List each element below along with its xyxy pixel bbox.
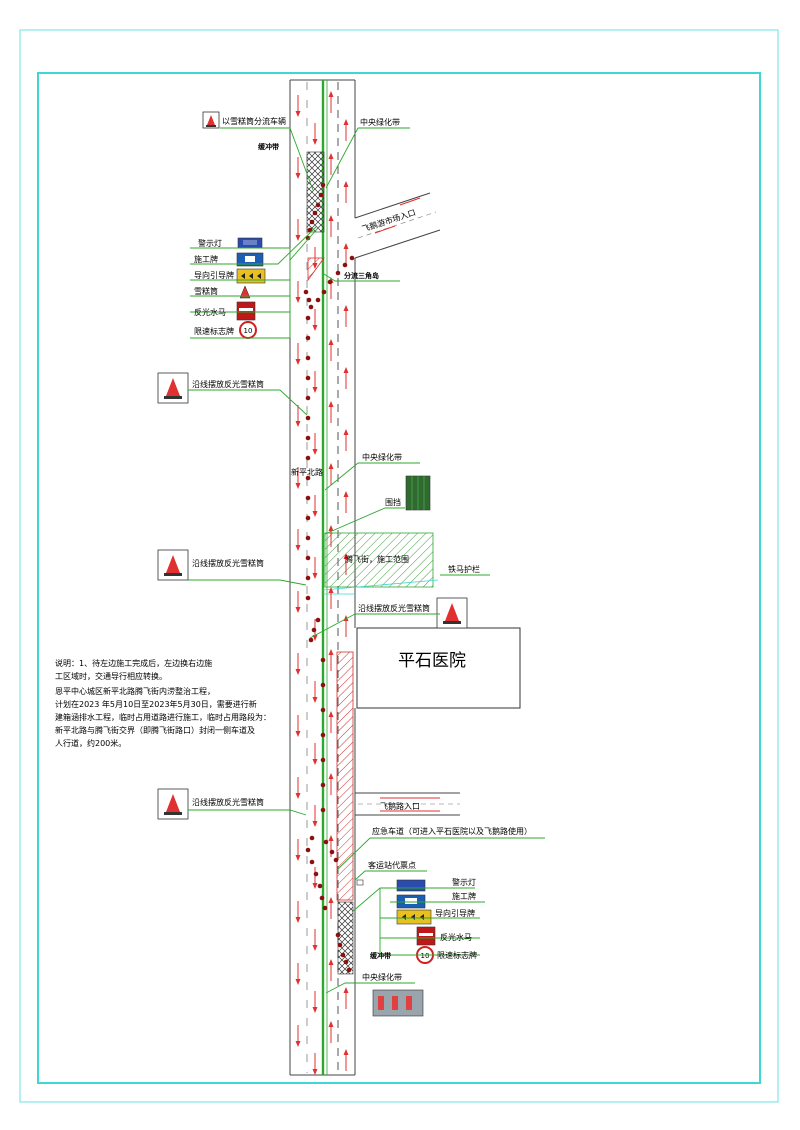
svg-text:10: 10 <box>244 327 253 335</box>
work-area-shape <box>324 532 434 588</box>
cone-icon <box>202 111 220 129</box>
diversion-triangle-shape <box>307 257 325 282</box>
label-guide-sign-2: 导向引导牌 <box>435 908 475 918</box>
label-road-name: 新平北路 <box>291 467 323 477</box>
label-market-entrance: 飞鹅游市场入口 <box>361 207 417 234</box>
hospital-building <box>356 627 521 709</box>
cone-line-icon-3 <box>436 597 468 629</box>
speed-limit-icon: 10 <box>239 321 257 339</box>
label-work-sign-2: 施工牌 <box>452 891 476 901</box>
label-cones-line-4: 沿线摆放反光雪糕筒 <box>192 797 264 807</box>
market-road <box>354 192 441 259</box>
label-emergency-lane: 应急车道（可进入平石医院以及飞鹅路使用） <box>372 826 532 836</box>
label-buffer-1: 缓冲带 <box>257 142 279 151</box>
label-median-2: 中央绿化带 <box>362 452 402 462</box>
cone-line-icon-1 <box>157 372 189 404</box>
outer-frame <box>19 29 779 1103</box>
cone-line-icon-2 <box>157 549 189 581</box>
label-buffer-2: 缓冲带 <box>369 951 391 960</box>
label-cones-line-1: 沿线摆放反光雪糕筒 <box>192 379 264 389</box>
label-speed-sign-2: 限速标志牌 <box>437 950 477 960</box>
road-photo-icon <box>372 989 424 1017</box>
note-line-5: 建箱涵排水工程，临时占用道路进行施工，临时占用路段为： <box>55 713 271 722</box>
label-cone-1: 雪糕筒 <box>194 286 218 296</box>
label-cones-line-3: 沿线摆放反光雪糕筒 <box>358 603 430 613</box>
guide-sign-icon-2 <box>396 909 432 925</box>
inner-frame <box>37 72 761 1084</box>
label-water-barrier-2: 反光水马 <box>440 932 472 942</box>
work-sign-icon-2 <box>396 894 426 909</box>
enclosure-photo-icon <box>405 475 431 511</box>
work-sign-icon <box>236 252 264 267</box>
water-barrier-icon <box>236 301 256 321</box>
svg-text:10: 10 <box>421 952 430 960</box>
emergency-hatch <box>336 651 354 901</box>
water-barrier-icon-2 <box>416 926 436 946</box>
note-line-7: 人行道，约200米。 <box>55 739 127 748</box>
note-line-6: 新平北路与腾飞街交界（即腾飞街路口）封闭一侧车道及 <box>55 726 255 735</box>
label-warning-light-2: 警示灯 <box>452 877 476 887</box>
label-diversion-triangle: 分流三角岛 <box>344 271 379 280</box>
leader-lines <box>188 127 545 994</box>
label-bus-stop: 客运站代票点 <box>368 860 416 870</box>
cone-dots <box>303 182 355 973</box>
label-median-1: 中央绿化带 <box>360 117 400 127</box>
label-enclosure: 围挡 <box>385 497 401 507</box>
note-line-2: 工区域时，交通导行相应转换。 <box>55 672 167 681</box>
explanation-note: 说明：1、待左边施工完成后，左边换右边施 工区域时，交通导行相应转换。 恩平中心… <box>55 657 300 750</box>
cone-line-icon-4 <box>157 788 189 820</box>
label-water-barrier-1: 反光水马 <box>194 307 226 317</box>
buffer-zone-top <box>306 151 325 233</box>
label-iron-horse: 铁马护栏 <box>448 564 480 574</box>
label-feie-road: 飞鹅路入口 <box>380 801 420 811</box>
label-work-sign-1: 施工牌 <box>194 254 218 264</box>
label-hospital: 平石医院 <box>398 651 466 671</box>
warning-light-icon-2 <box>396 879 426 892</box>
feie-road <box>355 792 460 816</box>
label-work-area: 腾飞街，施工范围 <box>345 554 409 564</box>
guide-sign-icon <box>236 268 266 284</box>
label-warning-light-1: 警示灯 <box>198 238 222 248</box>
note-line-4: 计划在2023 年5月10日至2023年5月30日，需要进行新 <box>55 700 257 709</box>
label-median-3: 中央绿化带 <box>362 972 402 982</box>
warning-light-icon <box>237 237 263 249</box>
label-guide-sign-1: 导向引导牌 <box>194 270 234 280</box>
label-cone-divert: 以雪糕筒分流车辆 <box>222 116 286 126</box>
label-speed-sign-1: 限速标志牌 <box>194 326 234 336</box>
note-line-3: 恩平中心城区新平北路腾飞街内涝整治工程， <box>55 687 215 696</box>
bus-stop-marker <box>356 879 364 886</box>
label-cones-line-2: 沿线摆放反光雪糕筒 <box>192 558 264 568</box>
cone-icon-2 <box>239 285 251 299</box>
note-line-1: 说明：1、待左边施工完成后，左边换右边施 <box>55 659 213 668</box>
